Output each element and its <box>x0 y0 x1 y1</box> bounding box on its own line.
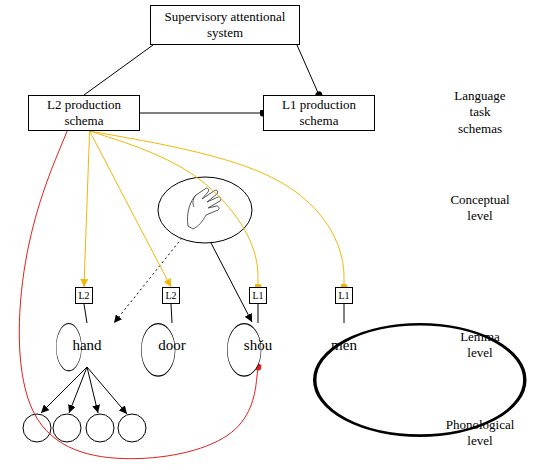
tag-stem <box>344 304 345 323</box>
inhibition-curve <box>19 131 258 459</box>
concept-link-dotted <box>114 238 182 323</box>
concept-ellipse <box>158 177 252 243</box>
lemma-ellipse: mén <box>313 323 375 367</box>
supervisory-box: Supervisory attentional system <box>150 5 300 45</box>
phoneme-circle <box>23 414 146 442</box>
inhibition-curve <box>90 131 344 287</box>
node-text: hand <box>72 336 101 354</box>
language-tag: L2 <box>75 287 93 304</box>
node-text: L1 <box>252 291 263 301</box>
node-text: door <box>158 336 186 354</box>
schema-box: L1 production schema <box>263 95 375 131</box>
inhibition-line <box>297 45 319 95</box>
node-text: L1 production schema <box>264 97 374 128</box>
level-label: Phonological level <box>440 417 520 450</box>
activation-line <box>84 131 90 287</box>
language-tag: L2 <box>162 287 180 304</box>
language-tag: L1 <box>335 287 353 304</box>
level-label: Conceptual level <box>445 192 515 225</box>
tag-stem <box>171 304 172 323</box>
phoneme-arrows <box>41 367 127 414</box>
node-text: mén <box>331 336 357 354</box>
activation-line <box>90 131 171 287</box>
hand-icon <box>187 188 220 229</box>
level-label: Lemma level <box>457 329 503 362</box>
node-text: L1 <box>338 291 349 301</box>
node-text: L2 <box>165 291 176 301</box>
tag-stem <box>84 304 87 323</box>
language-tag: L1 <box>249 287 267 304</box>
node-text: L2 production schema <box>29 97 139 128</box>
inhibition-line <box>140 113 263 114</box>
concept-link <box>211 243 252 322</box>
level-label: Language task schemas <box>449 88 511 137</box>
control-line <box>84 45 153 95</box>
inhibition-curve <box>90 131 258 287</box>
tag-stem <box>258 304 259 323</box>
lemma-ellipse: shǒu <box>227 323 289 367</box>
node-text: L2 <box>78 291 89 301</box>
node-text: Supervisory attentional system <box>151 9 299 40</box>
schema-box: L2 production schema <box>28 95 140 131</box>
node-text: shǒu <box>244 336 272 354</box>
lemma-ellipse: hand <box>56 323 118 367</box>
lemma-ellipse: door <box>141 323 203 367</box>
